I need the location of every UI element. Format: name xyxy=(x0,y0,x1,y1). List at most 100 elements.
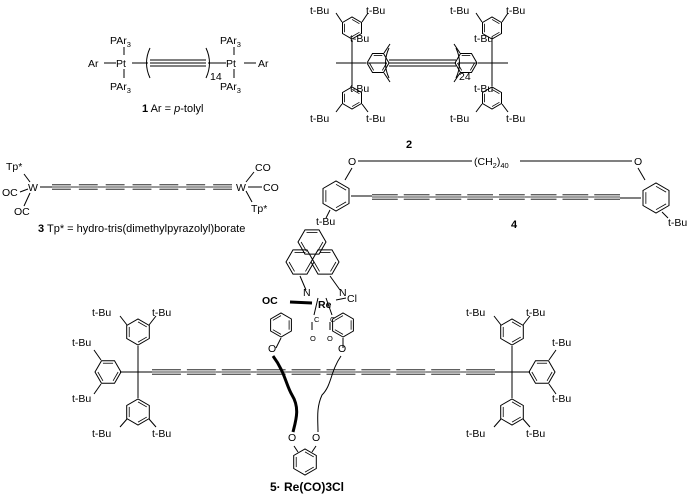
benzene-ring xyxy=(332,312,354,338)
double-bond xyxy=(272,315,282,321)
n-label: N xyxy=(303,287,311,299)
w-right-label: W xyxy=(236,182,246,194)
caption-3: 3 Tp* = hydro-tris(dimethylpyrazolyl)bor… xyxy=(38,223,245,235)
benzene-ring xyxy=(342,16,362,40)
double-bond xyxy=(288,261,295,272)
tbu-label: t-Bu xyxy=(668,217,687,229)
bond xyxy=(344,167,353,181)
bond xyxy=(637,167,646,181)
ar-right-label: Ar xyxy=(258,58,269,70)
bond xyxy=(119,315,128,326)
benzene-ring xyxy=(342,86,362,110)
double-bond xyxy=(137,336,147,343)
double-bond xyxy=(491,101,500,107)
tbu-label: t-Bu xyxy=(506,113,525,125)
bond xyxy=(661,211,669,219)
benzene-ring xyxy=(297,229,327,255)
tbu-label: t-Bu xyxy=(310,5,329,17)
bond xyxy=(245,171,255,183)
structure-4: O O (CH2)40 t-Bu t-Bu 4 xyxy=(316,156,687,231)
tbu-label: t-Bu xyxy=(552,393,571,405)
c-label: C xyxy=(314,315,320,324)
bond xyxy=(19,188,29,193)
structure-4-rings-and-chain xyxy=(322,180,670,219)
bond xyxy=(383,72,391,83)
bond xyxy=(522,418,531,428)
double-bond xyxy=(97,371,104,381)
bond xyxy=(335,103,343,113)
bond xyxy=(148,418,157,428)
o-label: O xyxy=(348,156,356,168)
co-label: CO xyxy=(263,182,279,194)
double-bond xyxy=(334,315,344,321)
bond xyxy=(453,72,461,83)
benzene-ring xyxy=(310,249,340,275)
bond xyxy=(293,445,299,453)
double-bond xyxy=(351,31,360,37)
wedge-bond xyxy=(289,300,313,305)
o-label: O xyxy=(327,334,333,343)
bond xyxy=(325,297,333,316)
bond xyxy=(23,192,31,207)
bond xyxy=(148,315,157,326)
double-bond xyxy=(491,19,500,25)
bond xyxy=(522,315,531,326)
bond xyxy=(501,12,509,23)
benzene-ring xyxy=(500,398,524,426)
tbu-label: t-Bu xyxy=(506,5,525,17)
bond xyxy=(383,43,391,54)
benzene-ring xyxy=(126,318,150,346)
repeat-bracket-left xyxy=(146,47,151,79)
tbu-label: t-Bu xyxy=(450,113,469,125)
double-bond xyxy=(491,89,500,95)
bond xyxy=(275,337,282,349)
benzene-ring xyxy=(482,86,502,110)
double-bond xyxy=(511,321,521,328)
tbu-label: t-Bu xyxy=(152,307,171,319)
double-bond xyxy=(313,261,320,272)
bond xyxy=(335,297,347,301)
ligand-label: PAr3 xyxy=(110,35,131,49)
bond xyxy=(325,209,331,219)
tbu-label: t-Bu xyxy=(552,337,571,349)
tbu-label: t-Bu xyxy=(366,5,385,17)
double-bond xyxy=(305,261,312,272)
double-bond xyxy=(531,371,538,381)
tbu-label: t-Bu xyxy=(526,428,545,440)
oc-label: OC xyxy=(2,187,18,199)
bond xyxy=(93,349,102,361)
oc-label: OC xyxy=(262,295,278,307)
tbu-label: t-Bu xyxy=(72,393,91,405)
benzene-ring xyxy=(482,16,502,40)
pt-right-label: Pt xyxy=(226,58,236,70)
tbu-label: t-Bu xyxy=(92,307,111,319)
n-label: N xyxy=(339,287,347,299)
double-bond xyxy=(491,31,500,37)
double-bond xyxy=(655,203,667,211)
double-bond xyxy=(137,416,147,423)
bond xyxy=(245,190,253,203)
oc-label: OC xyxy=(14,206,30,218)
tbu-label: t-Bu xyxy=(474,83,493,95)
tbu-label: t-Bu xyxy=(350,83,369,95)
tbu-label: t-Bu xyxy=(92,428,111,440)
tbu-label: t-Bu xyxy=(466,307,485,319)
tbu-label: t-Bu xyxy=(350,33,369,45)
benzene-ring xyxy=(293,448,317,476)
structure-1: Ar Pt PAr3 PAr3 14 Pt PAr3 PAr3 Ar 1 Ar … xyxy=(88,35,269,115)
tbu-label: t-Bu xyxy=(450,5,469,17)
bond xyxy=(335,12,343,23)
double-bond xyxy=(369,62,375,71)
ch2-chain-label: (CH2)40 xyxy=(474,156,509,170)
double-bond xyxy=(469,62,475,71)
bond xyxy=(453,43,461,54)
double-bond xyxy=(655,185,667,193)
double-bond xyxy=(304,451,314,458)
repeat-count: 14 xyxy=(210,71,222,83)
tbu-label: t-Bu xyxy=(72,337,91,349)
macrocycle-chain-back xyxy=(317,355,342,433)
